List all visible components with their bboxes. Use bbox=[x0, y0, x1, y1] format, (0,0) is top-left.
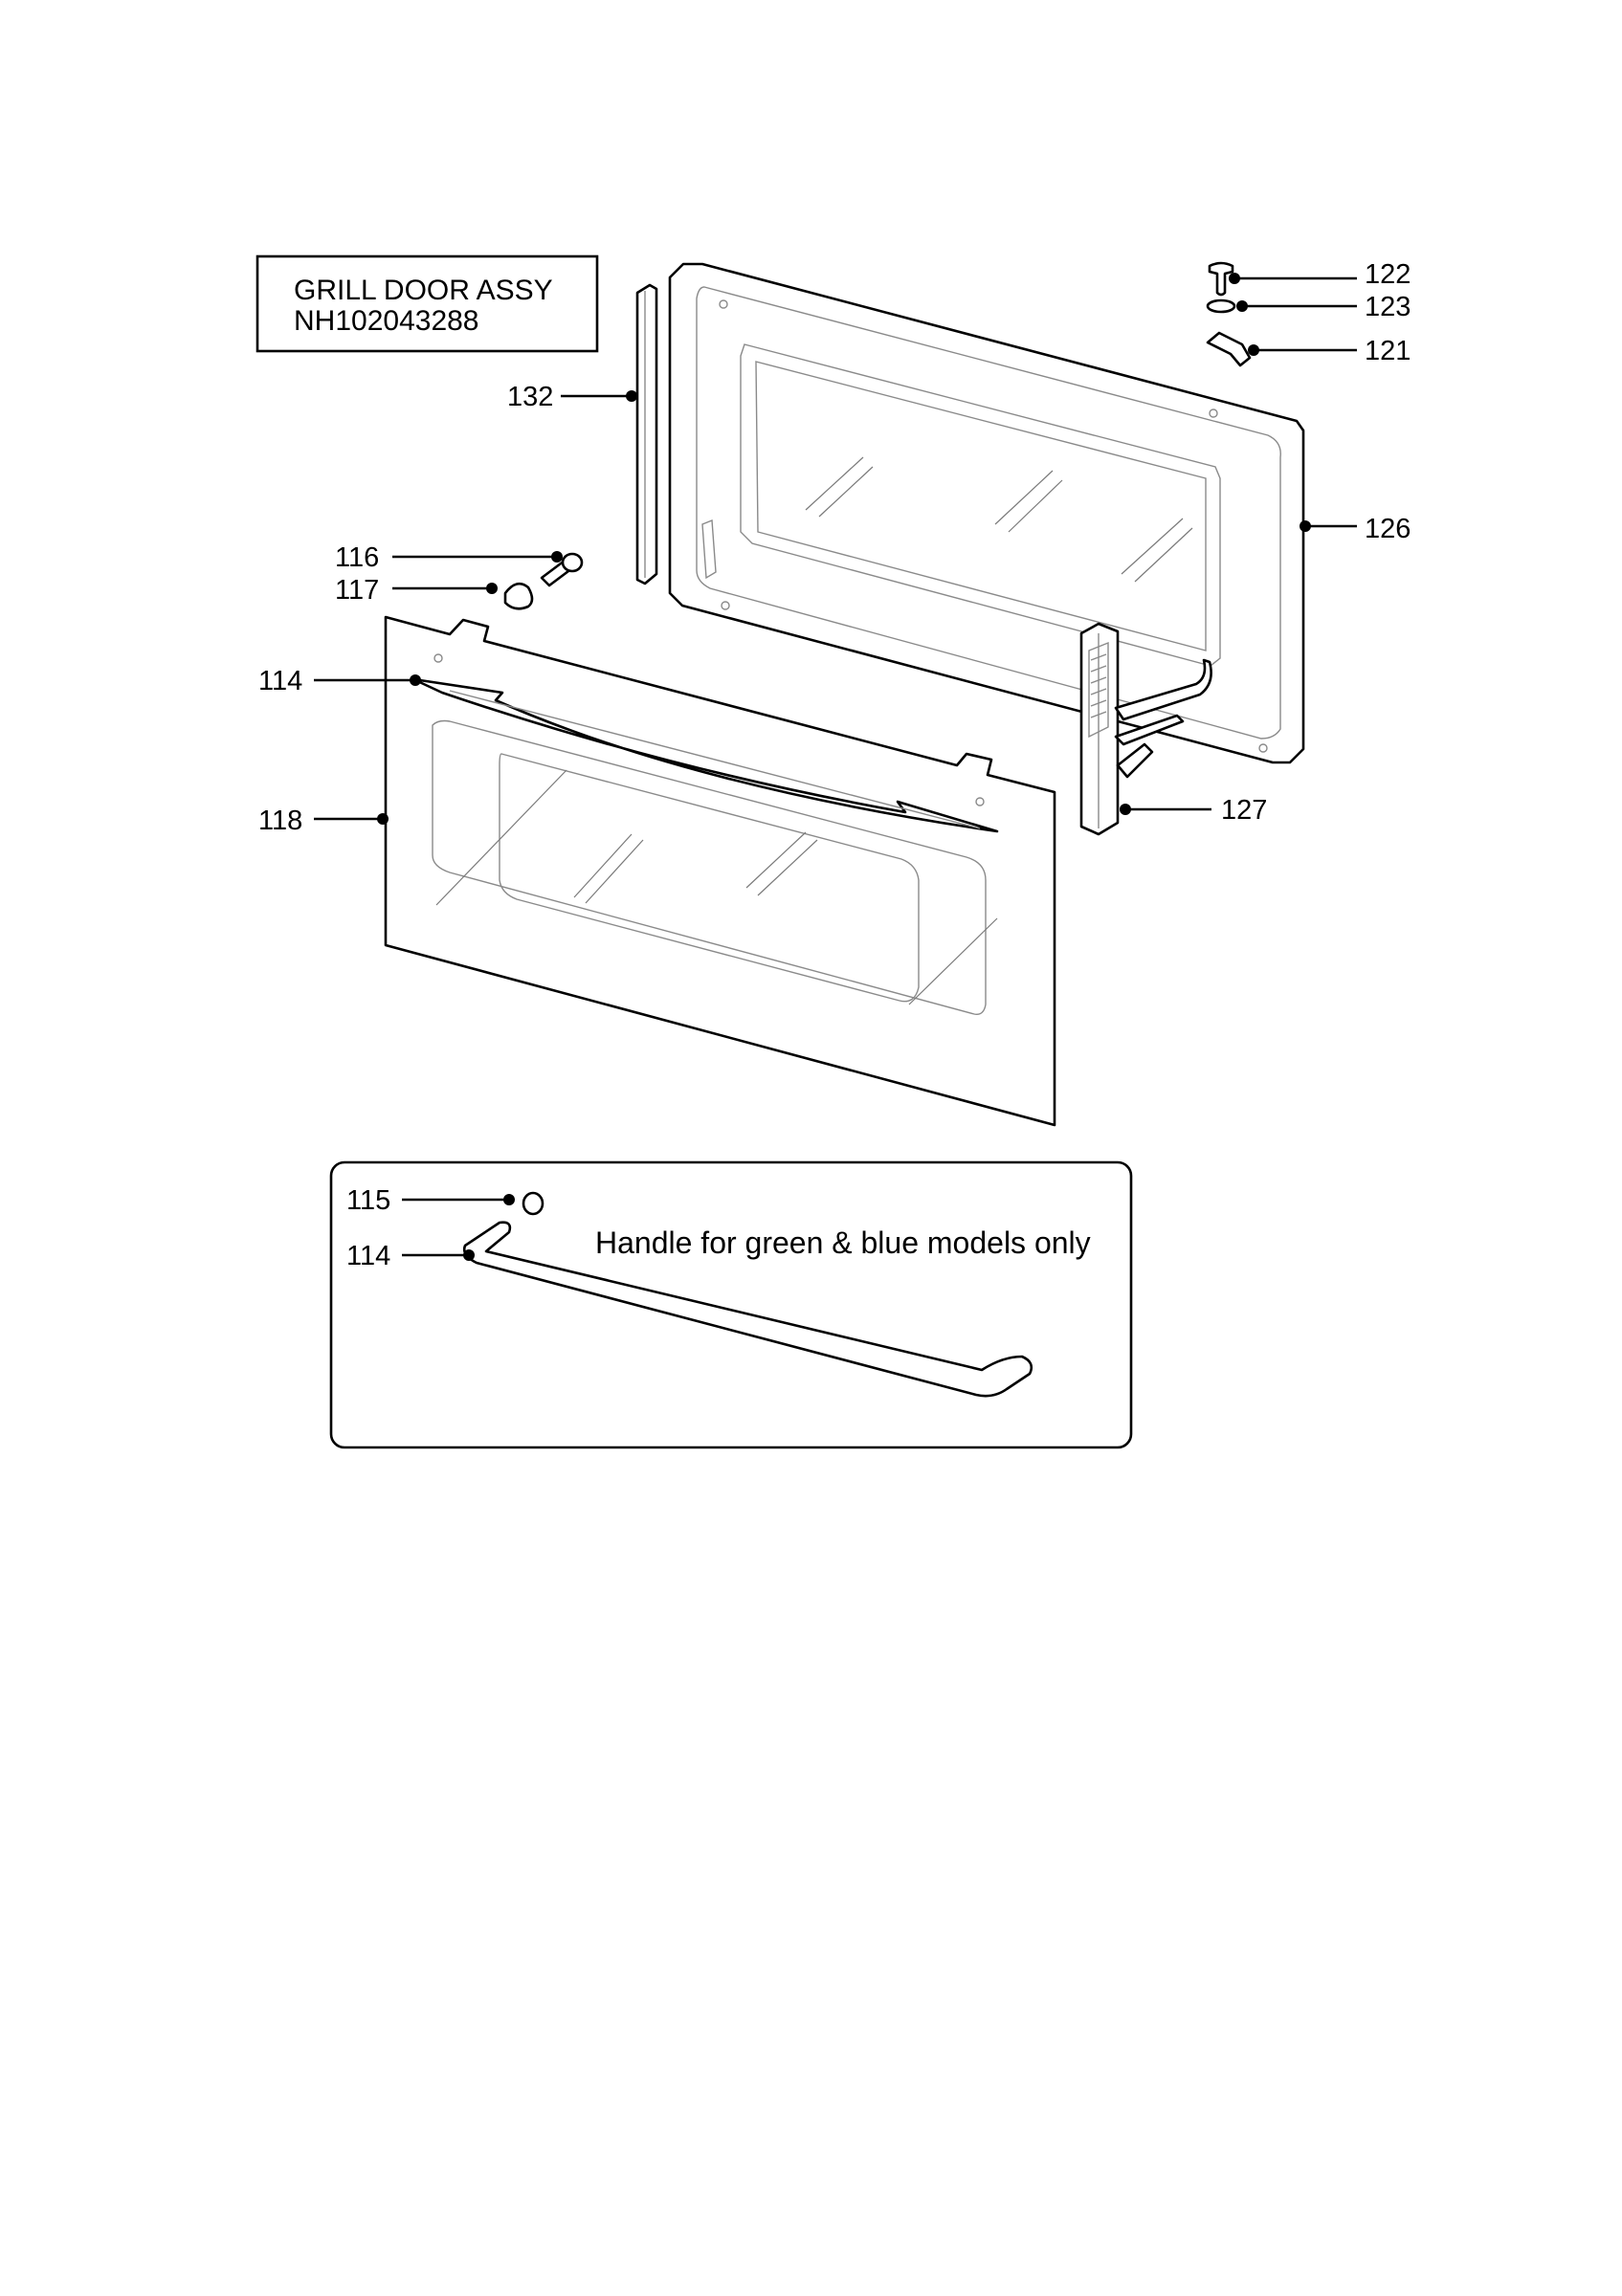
callout-117-label: 117 bbox=[335, 575, 379, 606]
callout-114-label: 114 bbox=[258, 666, 302, 696]
inset-note: Handle for green & blue models only bbox=[595, 1225, 1091, 1260]
part-114-alt-handle bbox=[462, 1221, 1033, 1398]
part-132-side-strip bbox=[635, 283, 658, 585]
callout-114-inset: 114 bbox=[346, 1241, 475, 1271]
callout-114-inset-label: 114 bbox=[346, 1241, 390, 1271]
part-127-hinge bbox=[1079, 622, 1212, 836]
callout-115-inset-label: 115 bbox=[346, 1185, 390, 1216]
callout-118: 118 bbox=[258, 806, 389, 836]
callout-123-label: 123 bbox=[1365, 292, 1411, 322]
part-123-washer bbox=[1206, 298, 1236, 314]
inset-frame bbox=[329, 1160, 1133, 1449]
part-115-cap bbox=[522, 1191, 544, 1216]
callout-123: 123 bbox=[1236, 292, 1411, 322]
inset-alt-handle: Handle for green & blue models only 115 … bbox=[329, 1160, 1133, 1449]
callout-118-label: 118 bbox=[258, 806, 302, 836]
part-114-handle bbox=[411, 677, 999, 833]
callout-116-label: 116 bbox=[335, 542, 379, 573]
callout-116: 116 bbox=[335, 542, 563, 573]
callout-127: 127 bbox=[1120, 795, 1267, 826]
assembly-part-number: NH102043288 bbox=[294, 305, 479, 337]
callout-121: 121 bbox=[1248, 336, 1411, 366]
callout-126-label: 126 bbox=[1365, 514, 1411, 544]
callout-126: 126 bbox=[1300, 514, 1411, 544]
title-box: GRILL DOOR ASSY NH102043288 bbox=[256, 254, 599, 353]
callout-122-label: 122 bbox=[1365, 259, 1411, 290]
title-box-frame bbox=[256, 254, 599, 353]
callout-115-inset: 115 bbox=[346, 1185, 515, 1216]
assembly-title: GRILL DOOR ASSY bbox=[294, 275, 553, 306]
callout-132-label: 132 bbox=[507, 382, 553, 412]
callout-132: 132 bbox=[507, 382, 637, 412]
callout-117: 117 bbox=[335, 575, 498, 606]
callout-114: 114 bbox=[258, 666, 421, 696]
callout-127-label: 127 bbox=[1221, 795, 1267, 826]
part-116-screw bbox=[540, 552, 584, 587]
part-118-outer-door-glass bbox=[384, 615, 1056, 1127]
callout-122: 122 bbox=[1229, 259, 1411, 290]
callout-121-label: 121 bbox=[1365, 336, 1411, 366]
part-122-screw bbox=[1208, 261, 1234, 297]
part-117-cap bbox=[503, 582, 534, 610]
part-121-clip bbox=[1206, 331, 1252, 367]
part-126-inner-door-panel bbox=[668, 262, 1305, 764]
